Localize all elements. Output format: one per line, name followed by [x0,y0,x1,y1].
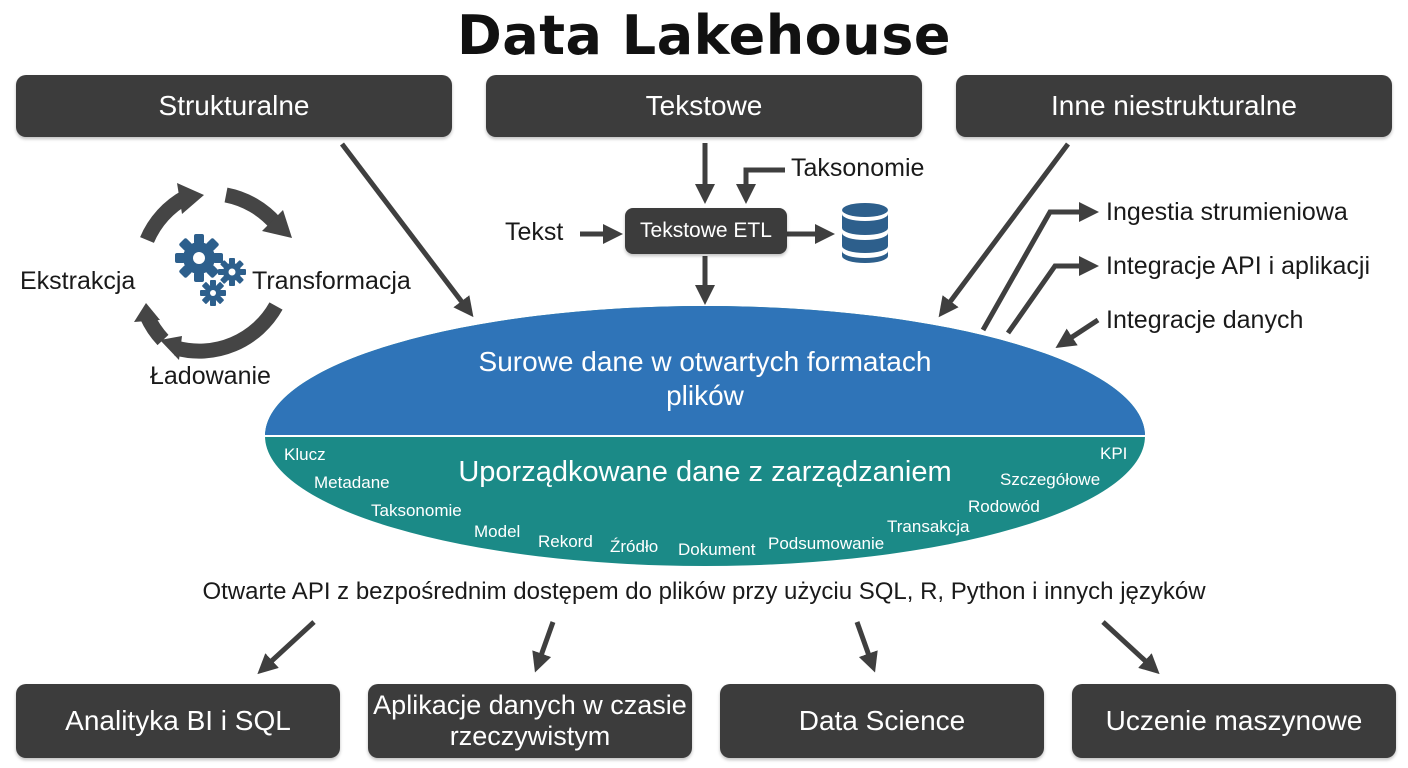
api-app-integration-label: Integracje API i aplikacji [1106,252,1371,280]
governed-tag: Rekord [538,532,593,551]
raw-data-layer-label: Surowe dane w otwartych formatach plików [478,346,932,411]
governed-tag: Klucz [284,445,326,464]
gears-icon [175,234,246,306]
page-title: Data Lakehouse [456,4,951,67]
output-data-science-box: Data Science [720,684,1044,758]
governed-tag: KPI [1100,444,1128,463]
arrow-structured-to-lake [340,142,474,318]
output-realtime-apps-box: Aplikacje danych w czasie rzeczywistym [368,684,692,758]
etl-transform-label: Transformacja [252,267,411,295]
output-bi-sql-box: Analityka BI i SQL [16,684,340,758]
governed-data-layer-label: Uporządkowane dane z zarządzaniem [458,456,952,488]
data-integration-label: Integracje danych [1106,306,1304,334]
arrow-to-realtime [532,621,556,673]
arrow-to-ds [854,621,878,673]
source-other-box: Inne niestrukturalne [956,75,1392,137]
open-api-access-label: Otwarte API z bezpośrednim dostępem do p… [202,578,1206,605]
etl-load-label: Ładowanie [150,362,271,390]
text-etl-box: Tekstowe ETL [625,208,787,254]
arrow-api-apps [1005,256,1099,335]
etl-cycle-arrows-icon [134,183,292,360]
arrow-taxonomies-to-etl [736,167,785,204]
governed-tag: Transakcja [887,517,970,536]
governed-tag: Źródło [610,537,659,556]
governed-tag: Podsumowanie [768,534,885,553]
arrow-other-to-lake [938,142,1071,318]
lakehouse-ellipse [265,306,1145,566]
etl-extract-label: Ekstrakcja [20,267,136,295]
database-icon [842,203,888,263]
governed-tag: Taksonomie [371,501,462,520]
source-text-box: Tekstowe [486,75,922,137]
governed-tag: Dokument [678,540,756,559]
arrow-to-bi [257,620,316,675]
governed-tag: Szczegółowe [1000,470,1101,489]
streaming-ingestion-label: Ingestia strumieniowa [1106,198,1348,226]
governed-tag: Rodowód [968,497,1040,516]
governed-tag: Metadane [314,473,390,492]
taxonomies-label: Taksonomie [791,154,925,182]
output-machine-learning-box: Uczenie maszynowe [1072,684,1396,758]
arrow-data-integration [1055,317,1100,348]
text-input-label: Tekst [505,218,564,246]
governed-tag: Model [474,522,521,541]
source-structured-box: Strukturalne [16,75,452,137]
arrow-streaming [980,202,1099,332]
arrow-to-ml [1101,620,1160,675]
